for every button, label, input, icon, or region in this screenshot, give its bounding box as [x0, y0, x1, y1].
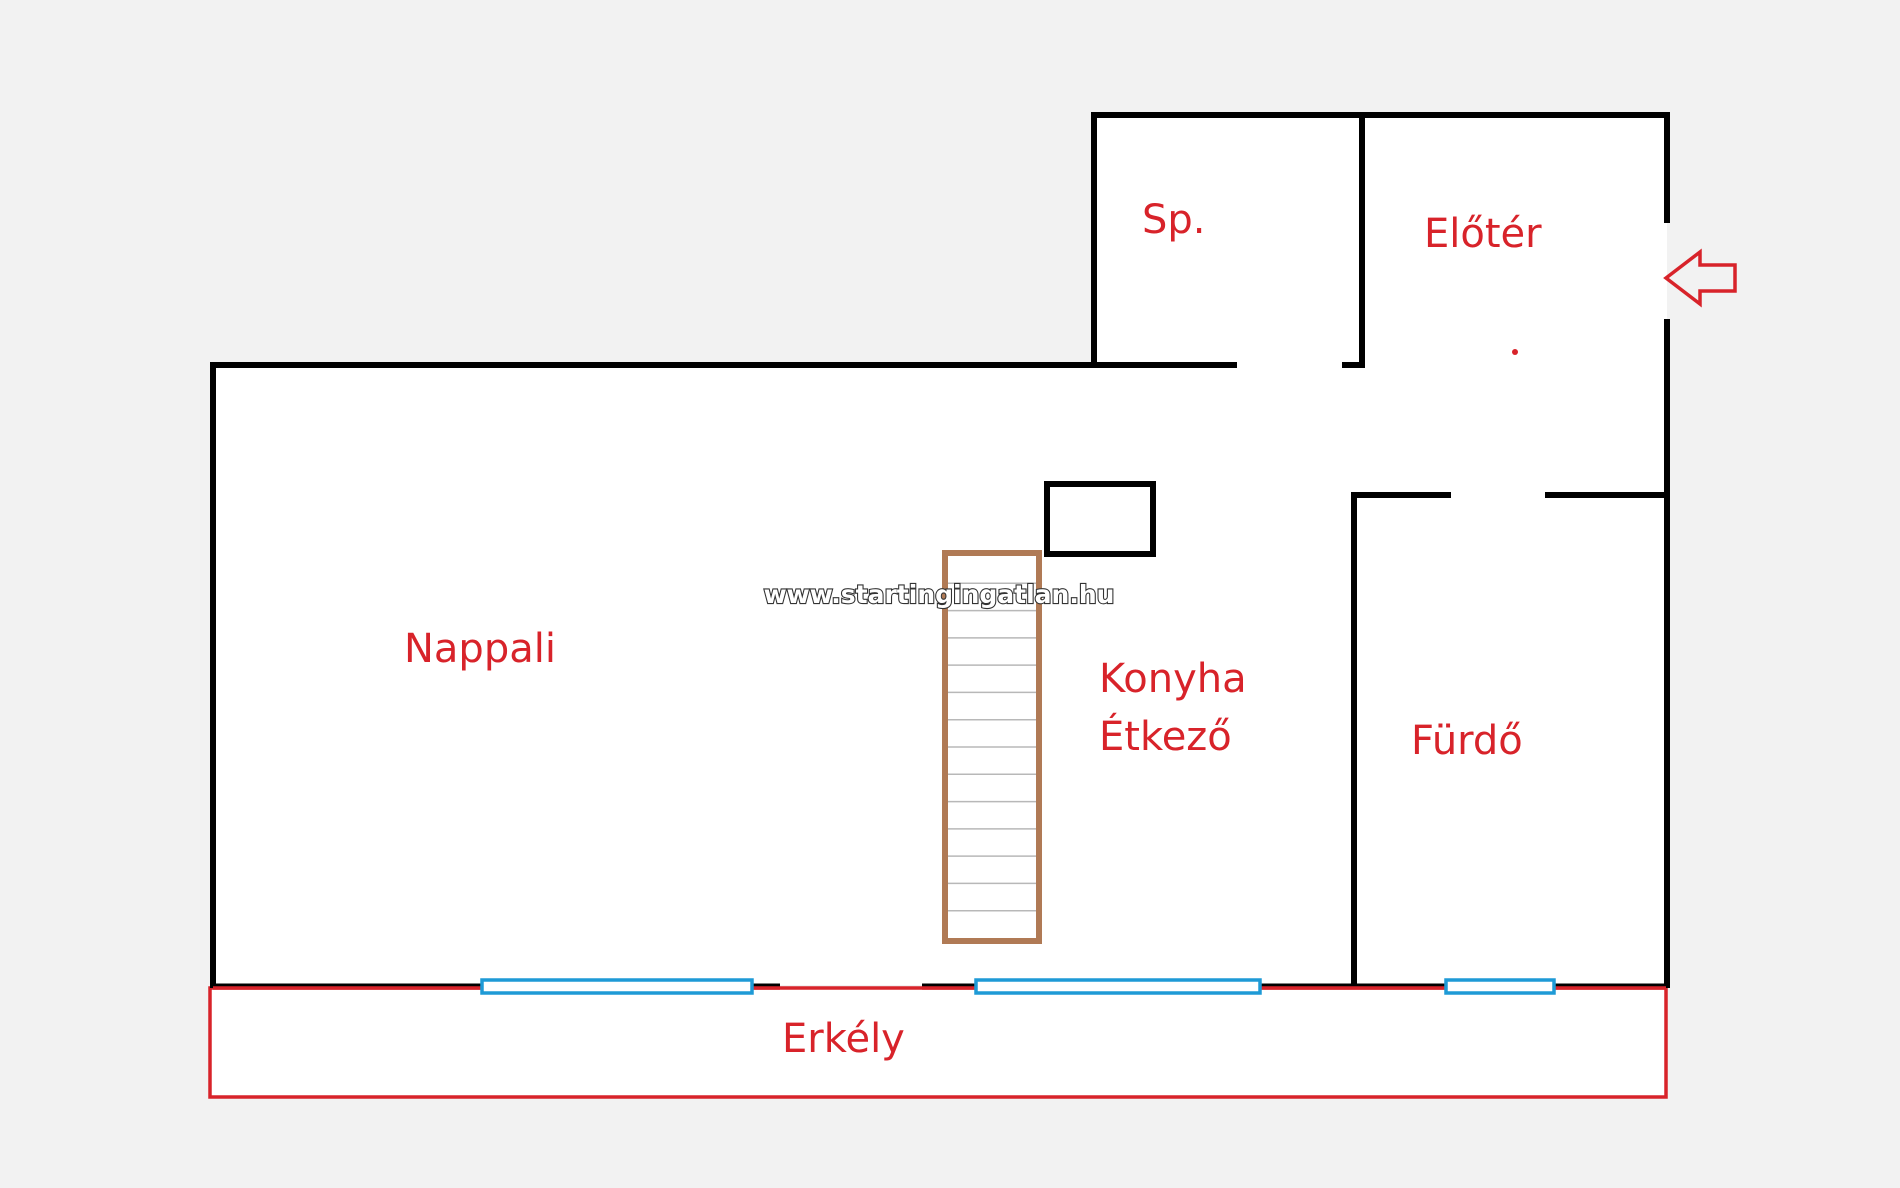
label-eloter: Előtér [1424, 211, 1542, 257]
floor-area [210, 115, 1667, 1097]
facade [213, 978, 1667, 995]
label-furdo: Fürdő [1411, 718, 1523, 764]
window-nappali [480, 978, 754, 995]
watermark: www.startingingatlan.hu [764, 580, 1115, 609]
label-konyha: Konyha [1099, 656, 1247, 702]
wall-sp-outline [1091, 112, 1670, 368]
hall-dot [1512, 349, 1518, 355]
window-furdo [1444, 978, 1556, 995]
label-nappali: Nappali [404, 626, 556, 672]
staircase [942, 550, 1042, 944]
label-sp: Sp. [1142, 197, 1206, 243]
window-konyha [974, 978, 1262, 995]
label-etkezo: Étkező [1099, 712, 1232, 760]
walls [210, 112, 1670, 988]
chimney-box [1044, 481, 1156, 557]
wall-main-outline [210, 362, 1237, 988]
label-erkely: Erkély [782, 1016, 905, 1062]
entrance-arrow-icon [1663, 248, 1737, 308]
